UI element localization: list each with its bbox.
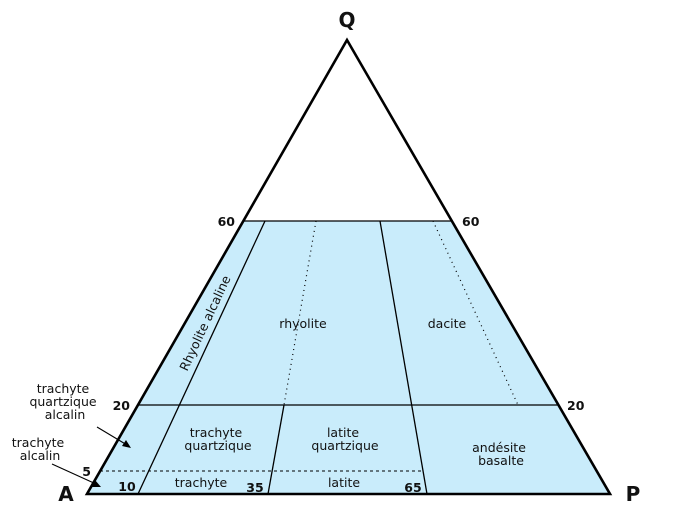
field-latite: latite (328, 475, 360, 490)
tick-bottom-10: 10 (118, 479, 136, 494)
arrowhead-ta (92, 480, 101, 487)
line-10 (137, 220, 266, 495)
line-35-dotted (283, 220, 317, 406)
tick-left-20: 20 (113, 398, 131, 413)
line-65 (379, 220, 428, 495)
field-latite-quartzique: latite quartzique (311, 425, 378, 453)
tick-bottom-65: 65 (404, 480, 421, 495)
tick-left-5: 5 (82, 464, 91, 479)
field-trachyte: trachyte (175, 475, 228, 490)
field-andesite-basalte: andésite basalte (472, 440, 530, 468)
field-trachyte-alcalin: trachyte alcalin (12, 435, 68, 463)
arrowhead-tqa (122, 440, 131, 448)
vertex-p: P (626, 482, 641, 506)
triangle-outline (84, 37, 613, 496)
field-trachyte-quartzique-alcalin: trachyte quartzique alcalin (29, 381, 100, 422)
tick-right-60: 60 (462, 214, 480, 229)
arrow-tqa (96, 426, 128, 446)
tick-bottom-35: 35 (246, 480, 263, 495)
field-dacite: dacite (428, 316, 467, 331)
tick-right-20: 20 (567, 398, 585, 413)
field-rhyolite: rhyolite (279, 316, 327, 331)
vertex-a: A (58, 482, 74, 506)
arrow-ta (51, 463, 97, 485)
tick-left-60: 60 (218, 214, 236, 229)
line-35 (267, 404, 285, 495)
vertex-q: Q (338, 8, 355, 32)
field-trachyte-quartzique: trachyte quartzique (184, 425, 251, 453)
field-fill (87, 221, 610, 494)
